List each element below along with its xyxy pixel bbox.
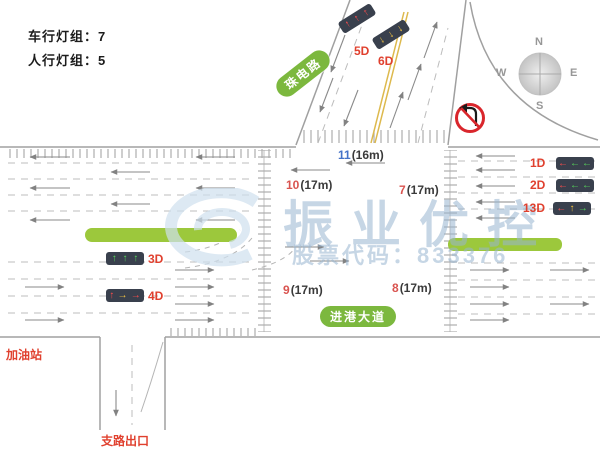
signal-light-icon-4d: ↑ → → <box>106 289 144 302</box>
compass-west-label: W <box>496 67 507 79</box>
watermark-subtitle: 股票代码：833376 <box>292 243 509 268</box>
measurement-length: (16m) <box>351 148 384 162</box>
signal-arrow-glyph: → <box>117 289 128 301</box>
signal-arrow-glyph: ↑ <box>111 252 117 264</box>
signal-light-icon-13d: ← ↑ → <box>553 202 591 215</box>
signal-arrow-glyph: ↑ <box>133 252 139 264</box>
measurement-10: 10(17m) <box>286 178 332 192</box>
main-road-borders <box>0 146 600 338</box>
signal-arrow-glyph: ← <box>558 179 568 191</box>
median-strips <box>85 228 562 251</box>
diagonal-road-edges <box>295 0 467 146</box>
signal-arrow-glyph: ← <box>582 157 592 169</box>
diagonal-road-arrows <box>319 21 438 129</box>
compass-north-label: N <box>535 36 543 48</box>
signal-light-icon-3d: ↑ ↑ ↑ <box>106 252 144 265</box>
corner-curve <box>469 1 599 141</box>
signal-arrow-glyph: ← <box>556 202 567 214</box>
signal-arrow-glyph: ↑ <box>342 17 353 30</box>
measurement-length: (17m) <box>399 281 432 295</box>
signal-light-icon-1d: ← ← ← <box>556 157 594 170</box>
measurement-8: 8(17m) <box>392 281 432 295</box>
side-road-edges <box>99 337 166 430</box>
side-road-arrow <box>113 341 164 417</box>
signal-arrow-glyph: ← <box>582 179 592 191</box>
measurement-id: 11 <box>338 148 351 162</box>
signal-arrow-glyph: ↑ <box>122 252 128 264</box>
signal-arrow-glyph: ↑ <box>109 289 115 301</box>
measurement-length: (17m) <box>406 183 439 197</box>
lane-dashes <box>8 24 596 425</box>
signal-arrow-glyph: ← <box>570 157 580 169</box>
signal-arrow-glyph: ↓ <box>385 28 396 41</box>
pedestrian-light-count-label: 人行灯组：5 <box>28 53 107 68</box>
ladder-crossing-west <box>258 150 271 332</box>
signal-label-4d: 4D <box>148 289 164 303</box>
compass-icon <box>518 52 562 96</box>
signal-label-13d: 13D <box>523 201 546 215</box>
signal-arrow-glyph: ↓ <box>394 22 405 35</box>
signal-arrow-glyph: ← <box>570 179 580 191</box>
measurement-7: 7(17m) <box>399 183 439 197</box>
hatch-markings <box>4 130 448 336</box>
road-name-jingang: 进港大道 <box>320 306 397 327</box>
signal-arrow-glyph: → <box>130 289 141 301</box>
signal-light-icon-2d: ← ← ← <box>556 179 594 192</box>
signal-arrow-glyph: ↓ <box>376 33 387 46</box>
signal-arrow-glyph: → <box>577 202 588 214</box>
signal-arrow-glyph: ↑ <box>351 12 362 25</box>
measurement-length: (17m) <box>300 178 333 192</box>
signal-arrow-glyph: ↑ <box>569 202 575 214</box>
watermark-title: 振业优控 <box>283 197 555 253</box>
signal-label-5d: 5D <box>354 44 370 58</box>
side-exit-label: 支路出口 <box>101 434 150 448</box>
vehicle-light-count-label: 车行灯组：7 <box>28 29 107 44</box>
eastbound-arrows <box>25 244 590 323</box>
signal-arrow-glyph: ← <box>558 157 568 169</box>
measurement-9: 9(17m) <box>283 283 323 297</box>
signal-label-3d: 3D <box>148 252 164 266</box>
measurement-length: (17m) <box>290 283 323 297</box>
no-left-turn-sign-icon <box>455 103 485 133</box>
signal-arrow-glyph: ↑ <box>360 6 371 19</box>
signal-label-2d: 2D <box>530 178 546 192</box>
measurement-id: 10 <box>286 178 300 192</box>
gas-station-label: 加油站 <box>6 348 43 362</box>
watermark-logo <box>165 188 260 267</box>
compass-south-label: S <box>536 100 544 112</box>
measurement-11: 11(16m) <box>338 148 384 162</box>
measurement-id: 7 <box>399 183 406 197</box>
measurement-id: 8 <box>392 281 399 295</box>
signal-label-6d: 6D <box>378 54 394 68</box>
westbound-arrows <box>29 153 515 223</box>
signal-label-1d: 1D <box>530 156 546 170</box>
measurement-id: 9 <box>283 283 290 297</box>
compass-east-label: E <box>570 67 578 79</box>
